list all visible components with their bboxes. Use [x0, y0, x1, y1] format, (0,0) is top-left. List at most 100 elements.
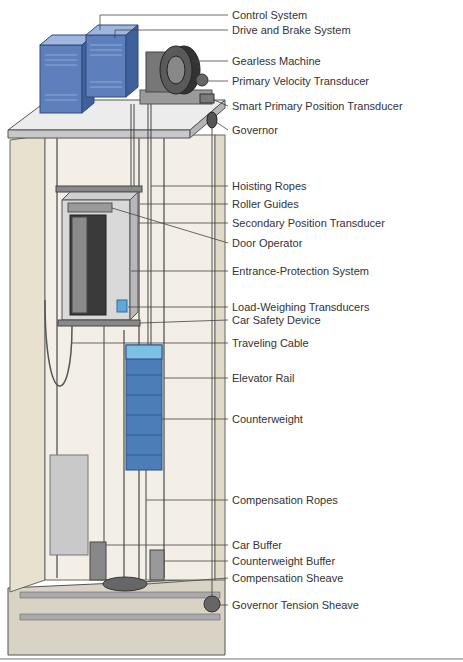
part-label: Secondary Position Transducer	[232, 216, 385, 230]
pit-wall	[8, 578, 225, 655]
governor-rope	[212, 128, 213, 598]
drive-cabinet-side	[126, 25, 138, 97]
governor	[207, 112, 217, 128]
part-label: Door Operator	[232, 236, 302, 250]
slice-line	[126, 455, 162, 456]
rope	[148, 104, 149, 345]
bottom-rule	[0, 659, 463, 660]
leader-line	[192, 61, 228, 62]
part-label: Compensation Ropes	[232, 493, 338, 507]
rope	[151, 104, 152, 345]
car-door-panel	[72, 217, 87, 313]
car-door-opening	[70, 215, 106, 315]
part-label: Control System	[232, 8, 307, 22]
compensation-sheave	[103, 577, 147, 591]
car-buffer	[90, 542, 106, 580]
compensation-ropes	[104, 326, 146, 580]
part-label: Car Buffer	[232, 538, 282, 552]
leader-line	[164, 561, 228, 562]
hoisting-ropes	[131, 104, 151, 345]
car-body	[62, 200, 130, 320]
shaft-right-wall	[215, 135, 225, 580]
position-transducer	[200, 94, 214, 103]
leader-line	[100, 15, 228, 30]
counterweight-rail	[123, 330, 125, 578]
leader-lines	[72, 15, 228, 605]
leader-line	[139, 223, 228, 224]
load-weighing-transducer	[117, 300, 127, 312]
pit-beam	[20, 614, 220, 620]
leader-line	[128, 307, 228, 308]
door-operator	[68, 203, 112, 212]
rope	[146, 470, 147, 580]
part-label: Load-Weighing Transducers	[232, 300, 369, 314]
leader-line	[208, 81, 228, 82]
cabinet-grille	[45, 55, 77, 100]
shaft-side-wall	[10, 135, 45, 592]
part-label: Traveling Cable	[232, 336, 309, 350]
machine-sheave	[167, 56, 185, 84]
grille-line	[45, 65, 77, 66]
rope	[131, 104, 132, 190]
leader-line	[216, 122, 228, 130]
slice-line	[126, 395, 162, 396]
leader-line	[115, 30, 228, 38]
car-top	[62, 192, 138, 200]
leader-line	[146, 500, 228, 501]
counterweight-slices	[126, 375, 162, 455]
leader-line	[164, 378, 228, 379]
part-label: Entrance-Protection System	[232, 264, 369, 278]
machine-drum-face	[160, 46, 192, 94]
velocity-transducer	[196, 74, 208, 86]
cabinet-grille	[90, 45, 122, 87]
part-label: Car Safety Device	[232, 313, 321, 327]
grille-line	[90, 45, 122, 46]
leader-line	[147, 578, 228, 584]
slice-line	[126, 435, 162, 436]
part-label: Gearless Machine	[232, 54, 321, 68]
rope	[134, 104, 135, 190]
car-side	[130, 192, 138, 320]
part-label: Counterweight	[232, 412, 303, 426]
part-label: Governor Tension Sheave	[232, 598, 359, 612]
leader-line	[162, 419, 228, 420]
car-safety-plank	[58, 320, 140, 326]
grille-line	[45, 60, 77, 61]
leader-line	[214, 100, 228, 106]
grille-line	[90, 87, 122, 88]
part-label: Elevator Rail	[232, 371, 294, 385]
part-label: Roller Guides	[232, 197, 299, 211]
leader-line	[220, 605, 228, 606]
part-label: Drive and Brake System	[232, 23, 351, 37]
part-label: Governor	[232, 123, 278, 137]
leader-line	[72, 343, 228, 344]
traveling-cable	[45, 300, 72, 386]
leader-line	[151, 186, 228, 187]
counterweight-top	[126, 345, 162, 359]
grille-line	[90, 50, 122, 51]
leader-line	[112, 208, 228, 243]
grille-line	[90, 82, 122, 83]
machine-slab-edge	[190, 100, 225, 138]
leader-line	[140, 204, 228, 205]
slice-line	[126, 415, 162, 416]
part-label: Compensation Sheave	[232, 571, 343, 585]
part-label: Primary Velocity Transducer	[232, 74, 369, 88]
grille-line	[90, 55, 122, 56]
leader-line	[140, 320, 228, 323]
car-crosshead	[56, 186, 142, 192]
part-label: Counterweight Buffer	[232, 554, 335, 568]
grille-line	[45, 100, 77, 101]
access-panel	[50, 455, 88, 555]
leader-line	[106, 545, 228, 546]
counterweight-buffer	[150, 550, 164, 580]
grille-line	[45, 55, 77, 56]
control-cabinet	[40, 45, 82, 113]
counterweight	[126, 345, 162, 470]
drive-cabinet	[86, 35, 126, 97]
pit-beam	[20, 592, 220, 598]
slice-line	[126, 375, 162, 376]
